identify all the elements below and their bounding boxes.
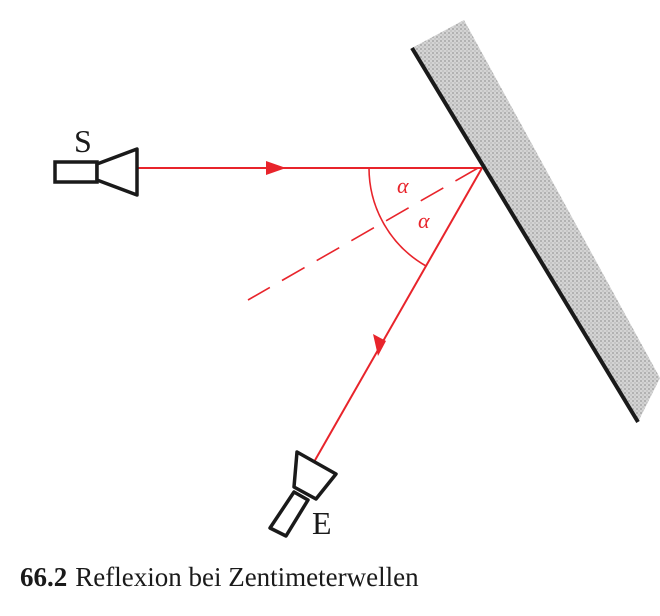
reflection-angle-label: α — [418, 208, 430, 233]
figure-number: 66.2 — [20, 562, 68, 592]
receiver-horn-icon — [268, 450, 338, 538]
normal-line — [247, 167, 479, 301]
reflecting-surface-shading — [412, 20, 660, 422]
sender-label: S — [74, 123, 92, 159]
figure-caption-text: Reflexion bei Zentimeterwellen — [75, 562, 419, 592]
reflected-ray-arrow — [373, 334, 386, 356]
reflected-ray — [313, 167, 483, 463]
reflection-diagram: α α S E — [53, 20, 660, 541]
sender-horn-icon — [53, 147, 139, 197]
incident-ray-arrow — [266, 161, 286, 175]
angle-arc — [368, 167, 427, 267]
receiver-label: E — [312, 505, 332, 541]
incidence-angle-label: α — [397, 173, 409, 198]
reflecting-surface-edge — [410, 46, 640, 424]
